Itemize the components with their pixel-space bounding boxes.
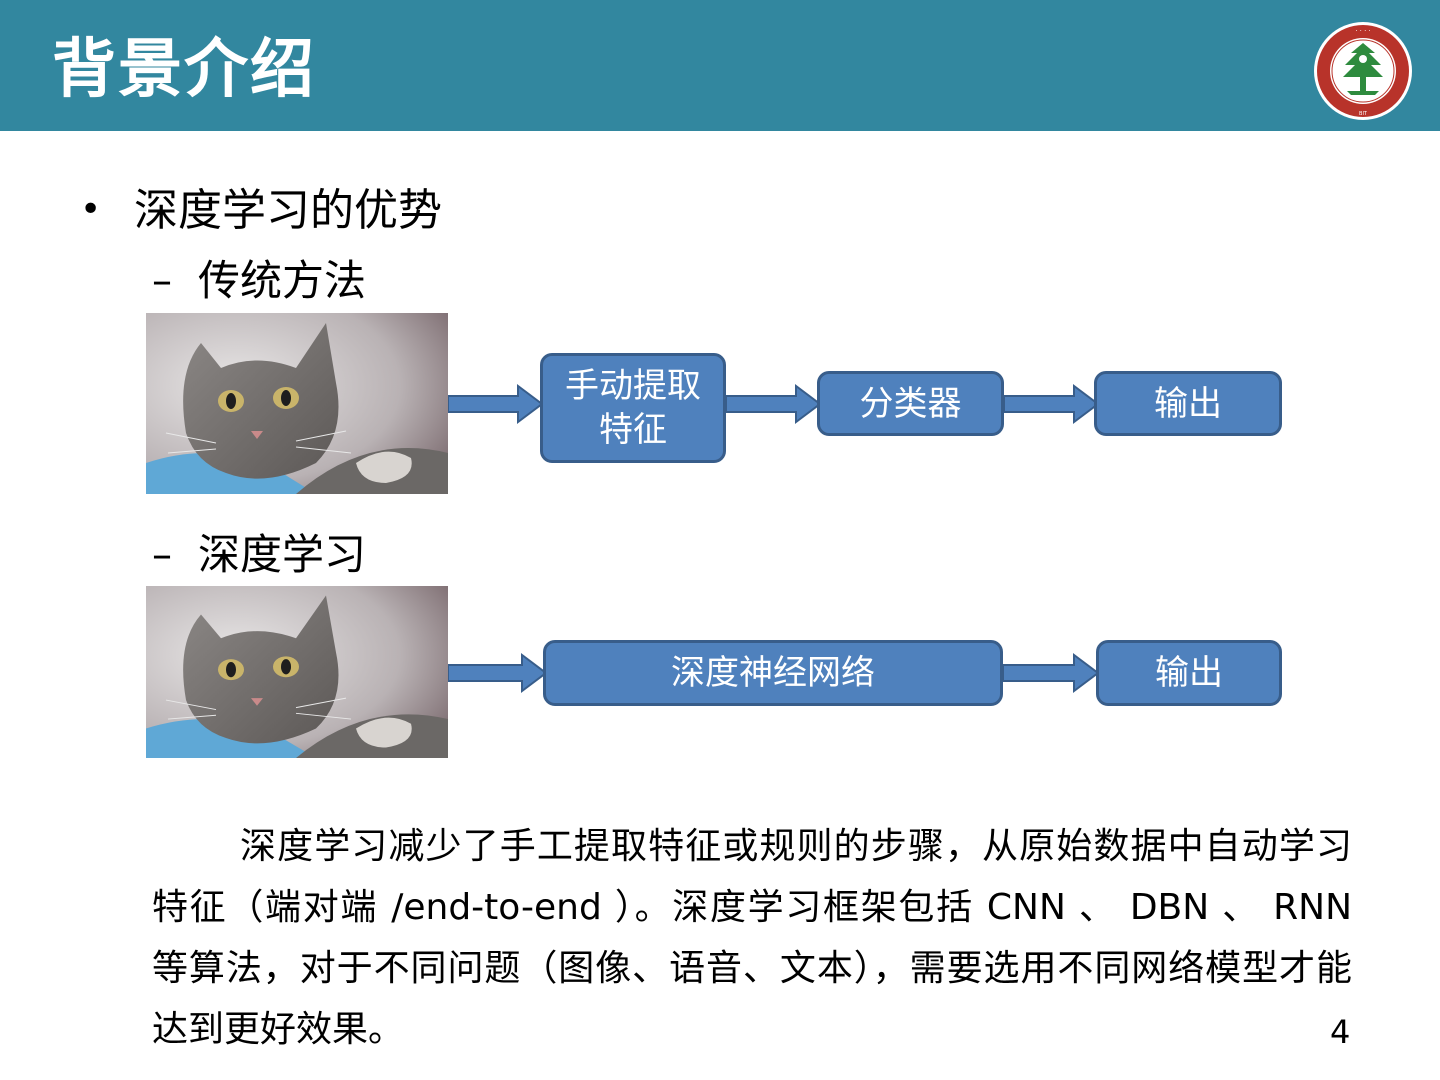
cat-image — [146, 313, 448, 494]
svg-text:· · · ·: · · · · — [1355, 27, 1371, 35]
step-label: 手动提取 特征 — [565, 364, 701, 452]
slide-title: 背景介绍 — [52, 30, 316, 110]
page-number: 4 — [1330, 1012, 1350, 1052]
subheading-deep-learning: 深度学习 — [198, 530, 366, 580]
subheading-traditional: 传统方法 — [198, 256, 366, 306]
step-output: 输出 — [1096, 640, 1282, 706]
step-manual-feature-extraction: 手动提取 特征 — [540, 353, 726, 463]
step-label: 输出 — [1155, 651, 1223, 695]
step-label: 输出 — [1154, 382, 1222, 426]
arrow-right-icon — [1004, 384, 1100, 424]
arrow-right-icon — [726, 384, 822, 424]
cat-photo-icon — [146, 313, 448, 494]
step-output: 输出 — [1094, 371, 1282, 436]
arrow-right-icon — [448, 653, 548, 693]
step-label: 深度神经网络 — [671, 651, 875, 695]
bullet-dot: • — [80, 186, 101, 234]
university-logo-icon: · · · · BIT — [1313, 21, 1413, 121]
dash-marker: – — [152, 530, 172, 580]
cat-image — [146, 586, 448, 758]
dash-marker: – — [152, 256, 172, 306]
description-paragraph: 深度学习减少了手工提取特征或规则的步骤，从原始数据中自动学习特征（端对端 /en… — [152, 816, 1352, 1060]
svg-text:BIT: BIT — [1359, 111, 1368, 117]
step-classifier: 分类器 — [817, 371, 1004, 436]
arrow-right-icon — [448, 384, 544, 424]
bullet-heading: 深度学习的优势 — [134, 184, 442, 238]
arrow-right-icon — [1003, 653, 1100, 693]
step-deep-neural-network: 深度神经网络 — [543, 640, 1003, 706]
step-label: 分类器 — [860, 382, 962, 426]
cat-photo-icon — [146, 586, 448, 758]
